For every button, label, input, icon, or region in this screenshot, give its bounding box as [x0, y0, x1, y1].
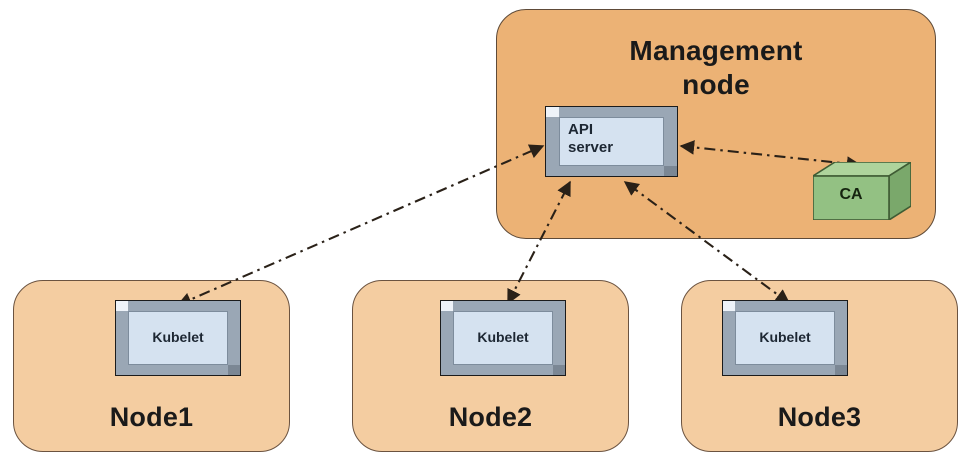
management-node-title-line2: node	[682, 69, 750, 100]
kubelet-face-node3	[735, 311, 835, 365]
kubelet-label-node2: Kubelet	[477, 329, 529, 345]
kubelet-face-node2	[453, 311, 553, 365]
api-server-label-line1: API	[568, 121, 594, 138]
node-title-node1: Node1	[109, 402, 194, 432]
ca-front-face	[813, 175, 890, 220]
kubelet-component-node1: Kubelet	[115, 300, 241, 376]
kubelet-label-node1: Kubelet	[152, 329, 204, 345]
kubelet-bevel-highlight-node2	[441, 301, 453, 311]
api-server-bevel-highlight	[546, 107, 559, 117]
management-node-title: Management node	[497, 34, 935, 102]
kubelet-component-node3: Kubelet	[722, 300, 848, 376]
api-server-label: API server	[568, 121, 677, 157]
ca-cuboid-shape	[813, 162, 911, 220]
node-title-node3: Node3	[777, 402, 862, 432]
kubelet-label-node3: Kubelet	[759, 329, 811, 345]
ca-component: CA	[813, 162, 911, 220]
connector-node3-kubelet-to-api-server	[623, 181, 791, 304]
api-server-label-line2: server	[568, 139, 614, 156]
connector-node2-kubelet-to-api-server	[507, 180, 571, 305]
connector-api-server-to-ca	[679, 140, 862, 171]
api-server-face	[559, 117, 664, 166]
management-node-title-line1: Management	[629, 35, 803, 66]
node-title-node2: Node2	[448, 402, 533, 432]
kubelet-bevel-highlight-node1	[116, 301, 128, 311]
kubelet-bevel-shadow-node1	[228, 365, 240, 375]
kubelet-bevel-shadow-node3	[835, 365, 847, 375]
kubelet-component-node2: Kubelet	[440, 300, 566, 376]
api-server-component: API server	[545, 106, 678, 177]
kubelet-bevel-highlight-node3	[723, 301, 735, 311]
kubelet-face-node1	[128, 311, 228, 365]
connector-node1-kubelet-to-api-server	[176, 144, 545, 307]
kubelet-bevel-shadow-node2	[553, 365, 565, 375]
ca-label: CA	[839, 186, 863, 203]
api-server-bevel-shadow	[664, 166, 677, 176]
